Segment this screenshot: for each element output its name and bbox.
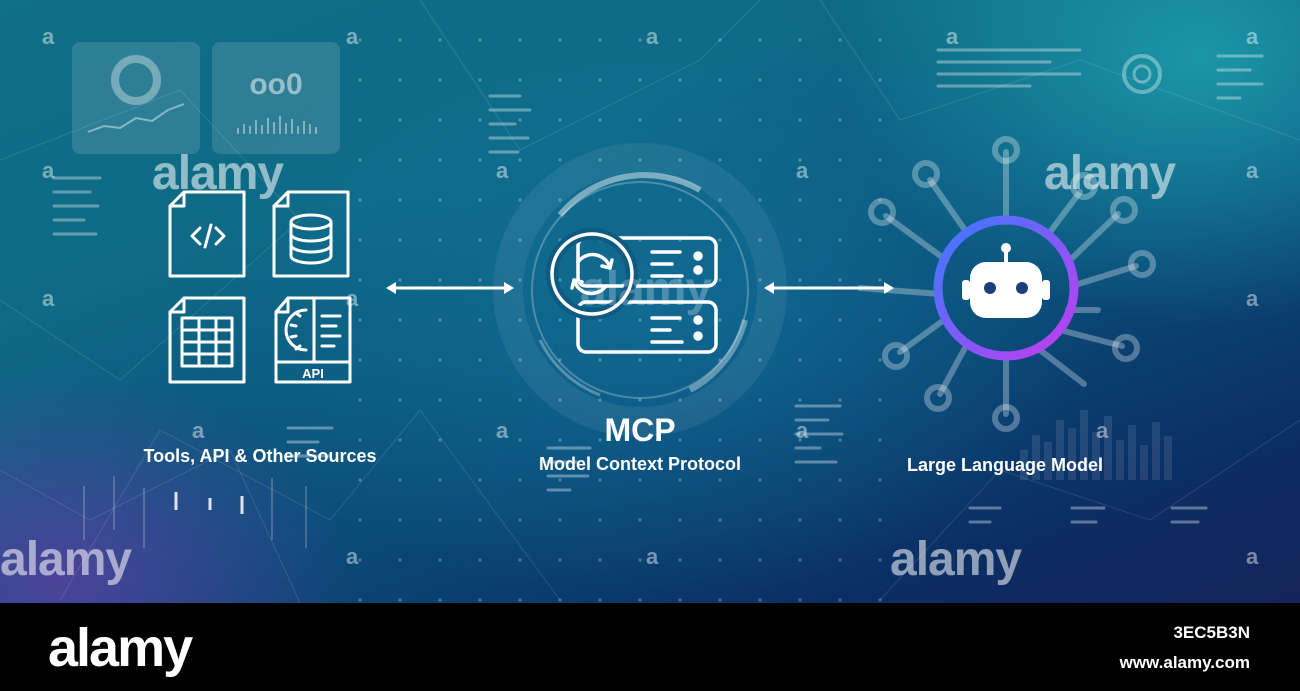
watermark-mark: a: [192, 418, 205, 443]
watermark-mark: a: [496, 158, 509, 183]
llm-label: Large Language Model: [906, 455, 1104, 475]
code-file-icon: [168, 190, 246, 278]
counter-widget-text: oo0: [249, 68, 303, 101]
neural-network-lines: [857, 149, 1139, 417]
mcp-hub-rings: [493, 143, 787, 437]
footer-logo: alamy: [48, 618, 193, 678]
watermark: alamy: [152, 147, 284, 200]
watermark-mark: a: [946, 24, 959, 49]
watermark-mark: a: [1246, 286, 1259, 311]
stock-footer: alamy 3EC5B3N www.alamy.com: [0, 603, 1300, 691]
robot-icon: [962, 243, 1050, 318]
llm-gradient-ring: [933, 215, 1079, 361]
watermark-mark: a: [42, 286, 55, 311]
spreadsheet-file-icon: [168, 296, 246, 384]
watermark-mark: a: [42, 24, 55, 49]
mcp-subtitle: Model Context Protocol: [539, 454, 741, 474]
dashboard-card-chart: [72, 42, 200, 154]
watermark: alamy: [1044, 147, 1176, 200]
footer-url: www.alamy.com: [1119, 653, 1250, 672]
watermark-mark: a: [1246, 544, 1259, 569]
diagram-canvas: API: [0, 0, 1300, 603]
watermark-mark: a: [796, 418, 809, 443]
watermark: alamy: [0, 533, 132, 586]
background-decoration: [0, 0, 1300, 603]
image-id: 3EC5B3N: [1173, 623, 1250, 642]
watermark-mark: a: [346, 544, 359, 569]
watermark-mark: a: [346, 24, 359, 49]
watermark-mark: a: [496, 418, 509, 443]
api-file-icon: API: [274, 296, 352, 384]
tools-label: Tools, API & Other Sources: [143, 446, 377, 466]
neural-network-nodes: [868, 136, 1156, 432]
watermark: alamy: [890, 533, 1022, 586]
right-bidirectional-arrow: [764, 282, 894, 294]
watermark-mark: a: [646, 544, 659, 569]
mcp-server-icon: [546, 228, 718, 354]
watermark-mark: a: [42, 158, 55, 183]
api-badge-text: API: [302, 366, 324, 381]
watermark-mark: a: [796, 158, 809, 183]
watermark-mark: a: [1246, 24, 1259, 49]
watermark-mark: a: [1096, 418, 1109, 443]
database-file-icon: [272, 190, 350, 278]
mcp-title: MCP: [604, 412, 676, 448]
left-bidirectional-arrow: [386, 282, 514, 294]
watermark-mark: a: [346, 286, 359, 311]
watermark-mark: a: [1246, 158, 1259, 183]
dashboard-card-counter: [212, 42, 340, 154]
mcp-diagram: API: [168, 136, 1156, 437]
watermark-mark: a: [646, 24, 659, 49]
watermark: alamy: [580, 263, 712, 316]
